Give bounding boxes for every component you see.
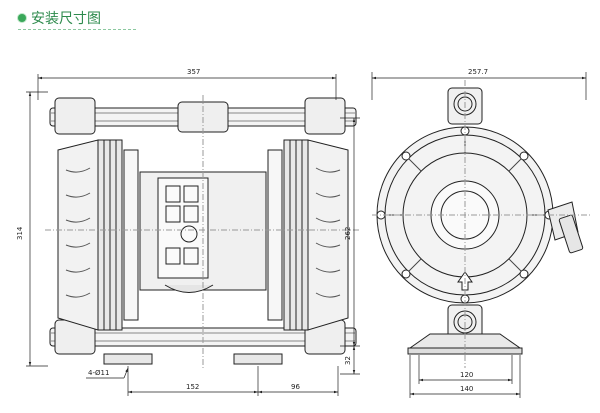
- front-dimension-labels: 357 314 262 32 4-Ø11 152 96: [16, 68, 352, 391]
- front-centerlines: [45, 95, 360, 370]
- dim-center-span: 152: [186, 383, 199, 391]
- dim-overall-width: 357: [187, 68, 200, 76]
- front-view: [45, 95, 360, 370]
- dim-side-width: 257.7: [468, 68, 488, 76]
- side-view: [372, 80, 590, 368]
- section-header: 安装尺寸图: [18, 8, 136, 32]
- side-dimensions: [371, 72, 587, 398]
- header-divider: [18, 29, 136, 30]
- dim-base-inner: 120: [460, 371, 473, 379]
- right-chamber: [267, 139, 349, 331]
- dim-base-outer: 140: [460, 385, 473, 393]
- dim-bolt-holes: 4-Ø11: [88, 369, 109, 377]
- left-chamber: [57, 139, 139, 331]
- base-feet: [103, 353, 283, 365]
- dim-overall-height: 314: [16, 226, 24, 240]
- front-dimensions: [26, 74, 360, 396]
- air-valve-knob: [547, 201, 584, 254]
- bullet-icon: [18, 14, 26, 22]
- dim-inner-height: 262: [344, 227, 352, 240]
- dim-outlet-offset: 96: [291, 383, 300, 391]
- side-dimension-labels: 257.7 120 140: [460, 68, 488, 393]
- section-title: 安装尺寸图: [31, 11, 101, 27]
- dim-base-height: 32: [344, 356, 352, 365]
- side-centerlines: [372, 80, 590, 368]
